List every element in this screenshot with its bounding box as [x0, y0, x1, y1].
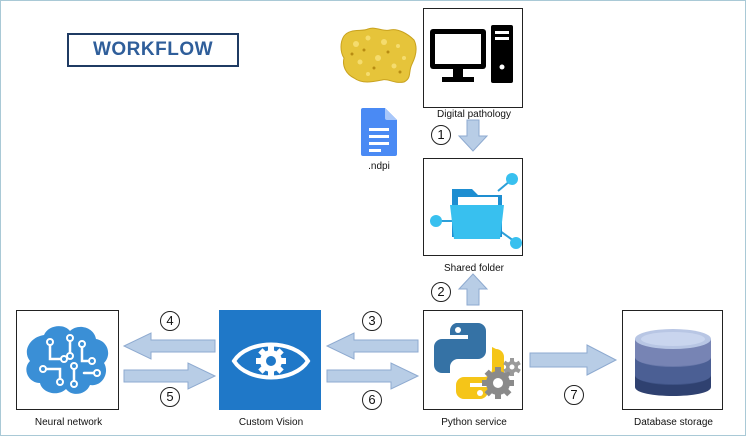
workflow-title: WORKFLOW	[67, 33, 239, 67]
arrow-down-pathology-to-folder	[457, 119, 489, 152]
arrow-right-network-to-vision	[123, 362, 217, 390]
custom-vision-node: Custom Vision	[219, 310, 321, 428]
shared-folder-node: Shared folder	[423, 158, 523, 274]
digital-pathology-node: Digital pathology	[423, 8, 523, 120]
step-2-badge: 2	[431, 282, 451, 302]
shared-folder-icon	[430, 173, 522, 249]
database-icon	[635, 329, 711, 396]
database-storage-label: Database storage	[634, 417, 713, 428]
arrow-up-python-to-folder	[457, 273, 489, 306]
arrow-right-python-to-database	[529, 344, 618, 376]
step-4-badge: 4	[160, 311, 180, 331]
python-gears-icon	[434, 323, 521, 399]
shared-folder-label: Shared folder	[443, 263, 505, 274]
document-icon	[361, 108, 397, 156]
step-3-badge: 3	[362, 311, 382, 331]
neural-network-node: Neural network	[16, 310, 119, 428]
arrow-right-vision-to-python	[326, 362, 420, 390]
step-7-badge: 7	[564, 385, 584, 405]
eye-gear-icon	[231, 342, 311, 380]
neural-network-label: Neural network	[34, 417, 103, 428]
arrow-left-python-to-vision	[325, 332, 419, 360]
python-service-label: Python service	[441, 417, 507, 428]
step-6-badge: 6	[362, 390, 382, 410]
custom-vision-label: Custom Vision	[238, 417, 304, 428]
database-storage-node: Database storage	[622, 310, 723, 428]
computer-icon	[430, 25, 513, 83]
arrow-left-vision-to-network	[122, 332, 216, 360]
python-service-node: Python service	[423, 310, 523, 428]
brain-circuit-icon	[26, 326, 109, 394]
tissue-sample-image	[340, 27, 417, 83]
step-5-badge: 5	[160, 387, 180, 407]
step-1-badge: 1	[431, 125, 451, 145]
ndpi-file-label: .ndpi	[368, 161, 390, 172]
digital-pathology-label: Digital pathology	[437, 109, 511, 120]
